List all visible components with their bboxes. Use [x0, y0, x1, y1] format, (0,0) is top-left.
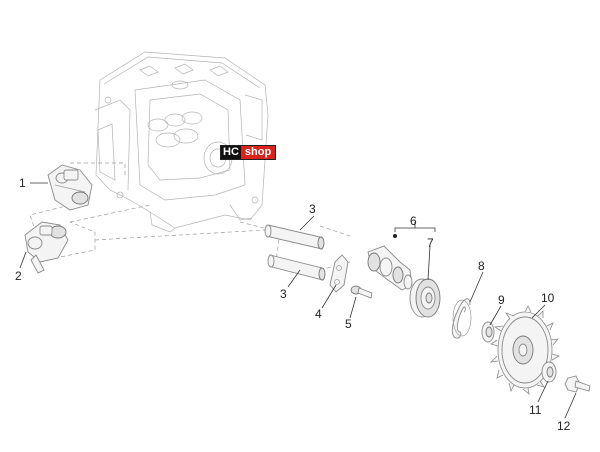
washer-part-11	[541, 361, 557, 383]
bracket-part-6	[393, 222, 436, 238]
callout-12: 12	[557, 419, 571, 433]
callout-2: 2	[15, 269, 22, 283]
sprocket-teeth	[489, 305, 561, 395]
callout-10: 10	[541, 291, 555, 305]
rocker-shaft-lower-part-3	[267, 254, 326, 281]
rocker-arm-part-2	[24, 221, 69, 274]
logo-hc-text: HC	[221, 146, 241, 159]
logo-shop-text: shop	[240, 146, 276, 159]
washer-part-9	[481, 321, 495, 343]
rocker-shaft-upper-part-3	[264, 224, 325, 250]
callout-11: 11	[529, 403, 542, 417]
circlip-part-8	[451, 298, 472, 339]
screw-part-5	[350, 285, 373, 299]
callout-5: 5	[345, 317, 352, 331]
callout-7: 7	[427, 236, 434, 250]
callout-1: 1	[19, 176, 26, 190]
callout-4: 4	[315, 307, 322, 321]
bearing-part-7	[409, 278, 441, 318]
camshaft-part-6	[367, 245, 413, 291]
leader-lines	[19, 182, 577, 419]
callout-3-upper: 3	[309, 202, 316, 216]
cylinder-head	[94, 51, 269, 233]
callout-9: 9	[498, 293, 505, 307]
callout-8: 8	[478, 259, 485, 273]
retaining-plate-part-4	[329, 254, 349, 293]
rocker-arm-part-1	[47, 164, 93, 211]
callout-3-lower: 3	[280, 287, 287, 301]
bolt-part-12	[564, 375, 591, 393]
callout-6: 6	[410, 214, 417, 228]
hc-shop-logo: HC shop	[220, 145, 277, 160]
callout-labels: 1 2 3 3 4 5 6 7 8 9 10 11 12	[15, 176, 571, 433]
sprocket-part-10	[489, 305, 561, 395]
